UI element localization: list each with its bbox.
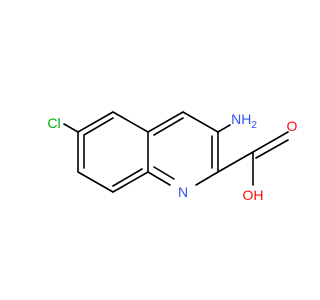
bond-c2-n1: [195, 171, 219, 186]
ring-nitrogen-label: N: [178, 184, 188, 200]
chlorine-label: Cl: [47, 115, 60, 131]
bond-c2-c11: [217, 151, 254, 173]
carbonyl-oxygen-label: O: [287, 118, 298, 134]
bond-c6-cl: [63, 123, 79, 133]
bond-c6-c5: [77, 111, 114, 133]
bond-c8a-c8: [112, 171, 149, 193]
bond-n1-c8a: [147, 171, 171, 186]
bond-c4-c3: [182, 111, 219, 133]
bond-c11-o: [252, 131, 289, 153]
bond-c3-nh2: [217, 124, 231, 133]
amino-label: NH2: [231, 111, 257, 131]
bond-c8a-c8-inner: [112, 168, 143, 187]
bond-c4a-c4-inner: [153, 117, 184, 136]
bond-c4a-c4: [147, 111, 184, 133]
hydroxyl-label: OH: [243, 187, 264, 203]
bond-c11-o-inner: [255, 139, 289, 159]
bond-c8-c7: [77, 171, 114, 193]
bond-n1-c8a-inner: [153, 166, 175, 180]
bond-c6-c5-inner: [83, 117, 114, 136]
bond-c5-c4a: [112, 111, 149, 133]
bonds: [63, 111, 289, 193]
